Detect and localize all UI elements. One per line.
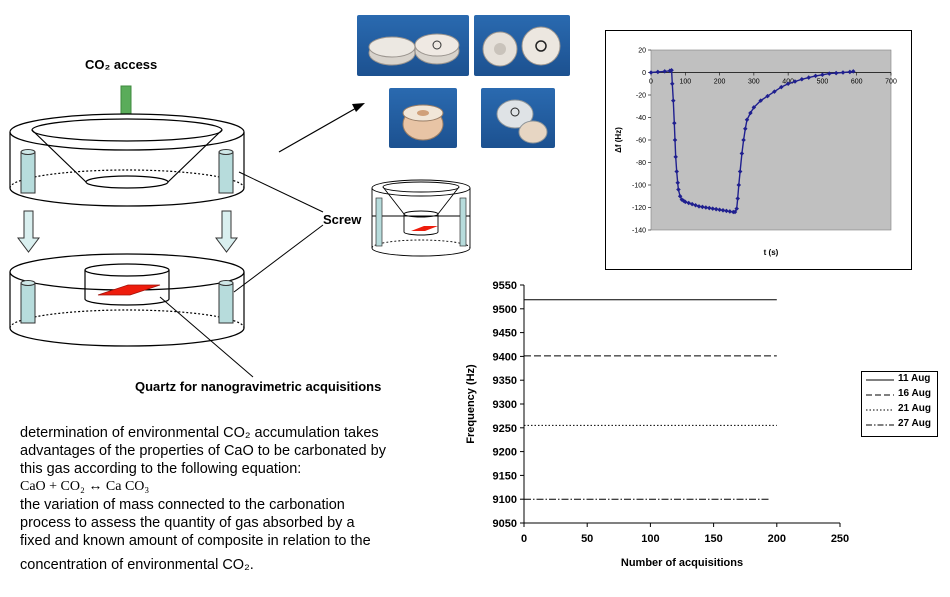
chart1-point <box>669 81 675 87</box>
chart1-plot-area <box>650 49 892 231</box>
chart1-x-tick-label: 200 <box>714 79 726 86</box>
chart2-x-tick-label: 100 <box>641 533 659 545</box>
chart2-y-tick-label: 9400 <box>493 351 517 363</box>
description-line: fixed and known amount of composite in r… <box>20 533 371 549</box>
chart1-x-tick-label: 100 <box>679 79 691 86</box>
description-line: the variation of mass connected to the c… <box>20 497 345 513</box>
quartz-crystal <box>97 284 161 296</box>
chart1-y-tick-label: -80 <box>636 160 646 167</box>
screw-label: Screw <box>323 212 362 227</box>
description-line: concentration of environmental CO₂. <box>20 557 254 573</box>
lower-cylinder <box>9 253 245 347</box>
chart1-y-tick-label: 0 <box>642 70 646 77</box>
chart2-y-tick-label: 9100 <box>493 494 517 506</box>
chart1-point <box>840 70 846 75</box>
chart1-point <box>675 180 681 186</box>
chart1-point <box>672 137 678 143</box>
chart2-y-tick-label: 9500 <box>493 304 517 316</box>
chart2-y-tick-label: 9250 <box>493 423 517 435</box>
chart2-y-tick-label: 9050 <box>493 518 517 530</box>
legend-item: 27 Aug <box>862 417 937 432</box>
chart1-x-axis-label: t (s) <box>764 248 779 257</box>
chart2-x-axis-label: Number of acquisitions <box>621 557 743 569</box>
photo-top-right <box>474 15 570 76</box>
chart1-y-tick-label: -60 <box>636 138 646 145</box>
chart2-y-tick-label: 9150 <box>493 470 517 482</box>
chart2-x-tick-label: 50 <box>581 533 593 545</box>
chart1-point <box>735 196 741 201</box>
chart1-y-tick-label: 20 <box>638 48 646 55</box>
chart2-x-tick-label: 200 <box>768 533 786 545</box>
chart1-point <box>710 206 715 211</box>
assembled-device-sketch <box>371 179 471 257</box>
upper-screws <box>20 149 234 194</box>
chart1-point <box>648 70 654 75</box>
chart1-y-tick-label: -140 <box>632 228 646 235</box>
legend-label: 21 Aug <box>898 403 931 414</box>
legend-item: 11 Aug <box>862 372 937 387</box>
chart1-point <box>720 208 726 213</box>
sensor-cell-diagram <box>9 85 365 378</box>
description-line: this gas according to the following equa… <box>20 461 302 477</box>
quartz-label: Quartz for nanogravimetric acquisitions <box>135 379 382 394</box>
reaction-equation: CaO + CO₂ ↔ Ca CO₃ <box>20 479 150 494</box>
legend-label: 11 Aug <box>898 373 931 384</box>
chart1-y-tick-label: -40 <box>636 115 646 122</box>
legend-label: 16 Aug <box>898 388 931 399</box>
co2-access-label: CO₂ access <box>85 57 158 72</box>
leader-lines <box>159 171 324 378</box>
chart1-point <box>732 209 738 215</box>
lower-screws <box>20 280 234 324</box>
chart1-x-tick-label: 0 <box>649 79 653 86</box>
frequency-acquisitions-chart: 9550 9500 9450 9400 9350 9300 9250 9200 9150 9100… <box>465 280 849 569</box>
assembly-arrows-icon <box>17 210 238 253</box>
chart1-point <box>674 169 679 174</box>
chart2-y-tick-label: 9200 <box>493 447 517 459</box>
chart1-y-axis-label: Δf (Hz) <box>614 127 623 153</box>
description-line: advantages of the properties of CaO to b… <box>20 443 386 459</box>
chart1-x-tick-label: 700 <box>885 79 897 86</box>
chart2-x-tick-label: 250 <box>831 533 849 545</box>
chart2-y-tick-label: 9450 <box>493 328 517 340</box>
upper-cylinder <box>9 113 245 207</box>
frequency-shift-chart: 200-20-40-60-80-100-120-140 010020030040… <box>605 30 912 270</box>
chart1-x-tick-label: 500 <box>817 79 829 86</box>
chart1-point <box>734 206 739 211</box>
legend-item: 21 Aug <box>862 402 937 417</box>
chart1-point <box>744 117 750 123</box>
photo-bottom-right <box>481 88 555 148</box>
description-paragraph: determination of environmental CO₂ accum… <box>20 424 440 574</box>
chart1-point <box>696 204 702 209</box>
chart1-y-tick-label: -20 <box>636 93 646 100</box>
chart2-x-tick-label: 150 <box>704 533 722 545</box>
photo-bottom-left <box>389 88 457 148</box>
chart2-y-tick-label: 9350 <box>493 375 517 387</box>
chart1-y-tick-label: -100 <box>632 183 646 190</box>
chart1-point <box>686 200 691 206</box>
photo-arrow-icon <box>278 103 365 153</box>
chart1-point <box>792 79 798 84</box>
chart2-legend: 11 Aug 16 Aug 21 Aug 27 Aug <box>861 371 938 437</box>
chart2-y-tick-label: 9550 <box>493 280 517 292</box>
chart1-y-tick-label: -120 <box>632 205 646 212</box>
legend-label: 27 Aug <box>898 418 931 429</box>
chart2-y-axis-label: Frequency (Hz) <box>465 364 477 444</box>
chart1-x-tick-label: 300 <box>748 79 760 86</box>
chart2-y-tick-label: 9300 <box>493 399 517 411</box>
description-line: process to assess the quantity of gas ab… <box>20 515 355 531</box>
photo-top-left <box>357 15 469 76</box>
description-line: determination of environmental CO₂ accum… <box>20 425 379 441</box>
legend-item: 16 Aug <box>862 387 937 402</box>
chart2-x-tick-label: 0 <box>521 533 527 545</box>
chart1-x-tick-label: 600 <box>851 79 863 86</box>
